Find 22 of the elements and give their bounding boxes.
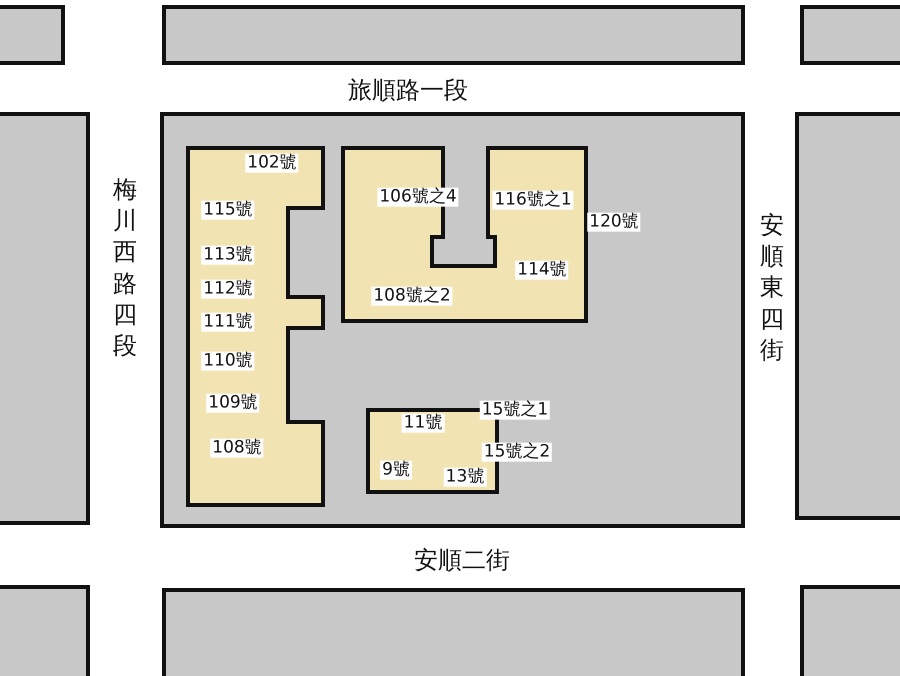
address-number-label: 15號之1 bbox=[480, 400, 550, 420]
street-name-label: 梅川西路四段 bbox=[112, 174, 138, 362]
address-number-label: 11號 bbox=[402, 414, 444, 432]
address-number-label: 111號 bbox=[201, 312, 255, 332]
address-number-label: 106號之4 bbox=[377, 188, 459, 206]
street-name-label: 安順東四街 bbox=[759, 210, 785, 366]
address-number-label: 110號 bbox=[201, 352, 255, 370]
address-number-label: 108號 bbox=[210, 438, 264, 458]
address-number-label: 116號之1 bbox=[492, 190, 574, 210]
address-number-label: 120號 bbox=[587, 212, 641, 232]
address-number-label: 102號 bbox=[245, 154, 299, 172]
address-number-label: 108號之2 bbox=[371, 286, 453, 306]
address-number-label: 112號 bbox=[201, 280, 255, 298]
address-number-label: 115號 bbox=[201, 200, 255, 220]
address-number-label: 109號 bbox=[206, 394, 260, 412]
street-name-label: 安順二街 bbox=[414, 546, 510, 574]
address-number-label: 9號 bbox=[380, 460, 412, 480]
address-number-label: 114號 bbox=[515, 260, 569, 280]
street-name-label: 旅順路一段 bbox=[348, 76, 468, 104]
address-number-label: 15號之2 bbox=[482, 442, 552, 462]
address-number-label: 113號 bbox=[201, 246, 255, 264]
address-number-label: 13號 bbox=[444, 468, 486, 486]
